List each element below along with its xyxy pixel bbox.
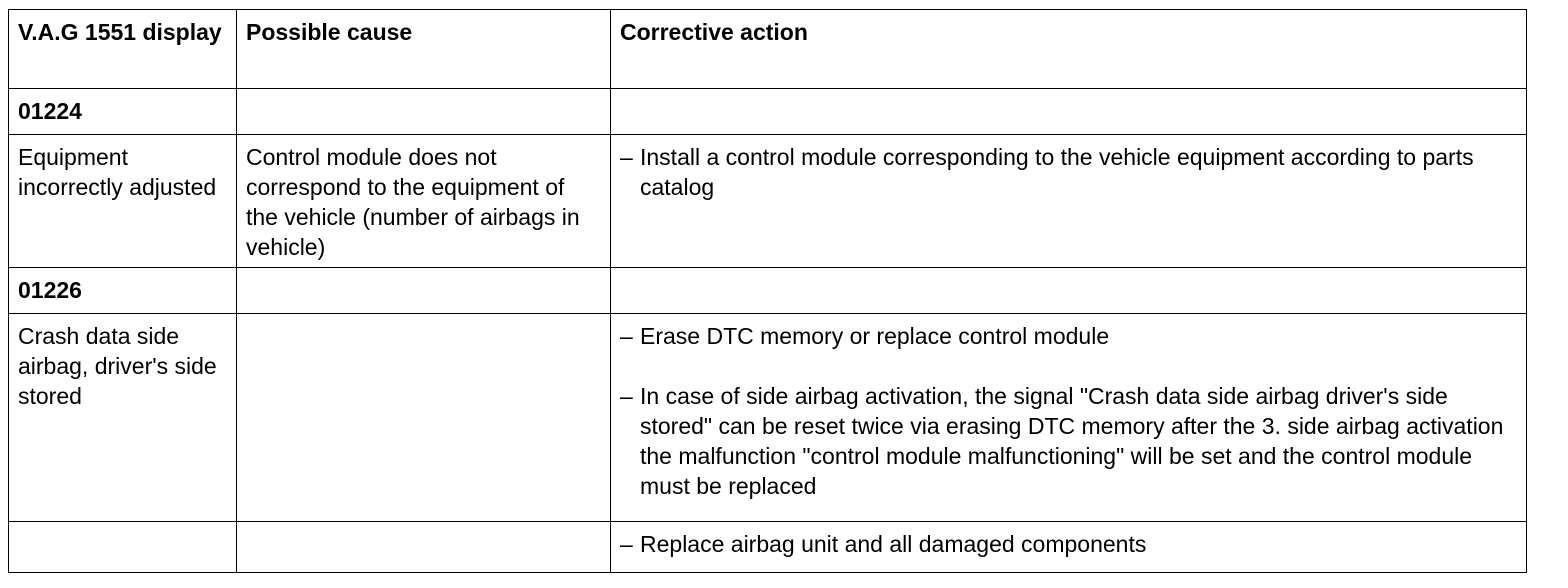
- empty-cell: [236, 267, 611, 314]
- empty-cell: [610, 267, 1527, 314]
- corrective-action-cell: – Install a control module corresponding…: [610, 134, 1527, 268]
- display-text: Crash data side airbag, driver's side st…: [8, 313, 237, 522]
- header-corrective-action: Corrective action: [610, 9, 1527, 89]
- table-row-crash-data: Crash data side airbag, driver's side st…: [8, 313, 1527, 522]
- possible-cause-text: [236, 521, 611, 573]
- dash-bullet-icon: –: [620, 383, 633, 409]
- action-item: – In case of side airbag activation, the…: [620, 381, 1517, 501]
- table-row-code-01226: 01226: [8, 267, 1527, 314]
- dash-bullet-icon: –: [620, 144, 633, 170]
- diagnostic-table: V.A.G 1551 display Possible cause Correc…: [8, 9, 1527, 573]
- action-item: – Erase DTC memory or replace control mo…: [620, 321, 1517, 351]
- dash-bullet-icon: –: [620, 531, 633, 557]
- action-text: Install a control module corresponding t…: [640, 144, 1474, 200]
- dash-bullet-icon: –: [620, 323, 633, 349]
- table-row-equipment: Equipment incorrectly adjusted Control m…: [8, 134, 1527, 268]
- empty-cell: [610, 88, 1527, 135]
- corrective-action-cell: – Replace airbag unit and all damaged co…: [610, 521, 1527, 573]
- header-display: V.A.G 1551 display: [8, 9, 237, 89]
- corrective-action-cell: – Erase DTC memory or replace control mo…: [610, 313, 1527, 522]
- header-row: V.A.G 1551 display Possible cause Correc…: [8, 9, 1527, 89]
- action-item: – Replace airbag unit and all damaged co…: [620, 529, 1517, 559]
- display-text: [8, 521, 237, 573]
- possible-cause-text: [236, 313, 611, 522]
- action-text: In case of side airbag activation, the s…: [640, 383, 1504, 499]
- possible-cause-text: Control module does not correspond to th…: [236, 134, 611, 268]
- table-row-code-01224: 01224: [8, 88, 1527, 135]
- header-possible-cause: Possible cause: [236, 9, 611, 89]
- action-text: Replace airbag unit and all damaged comp…: [640, 531, 1147, 557]
- action-text: Erase DTC memory or replace control modu…: [640, 323, 1110, 349]
- action-item: – Install a control module corresponding…: [620, 142, 1517, 202]
- table-row-replace: – Replace airbag unit and all damaged co…: [8, 521, 1527, 573]
- fault-code: 01224: [8, 88, 237, 135]
- empty-cell: [236, 88, 611, 135]
- display-text: Equipment incorrectly adjusted: [8, 134, 237, 268]
- fault-code: 01226: [8, 267, 237, 314]
